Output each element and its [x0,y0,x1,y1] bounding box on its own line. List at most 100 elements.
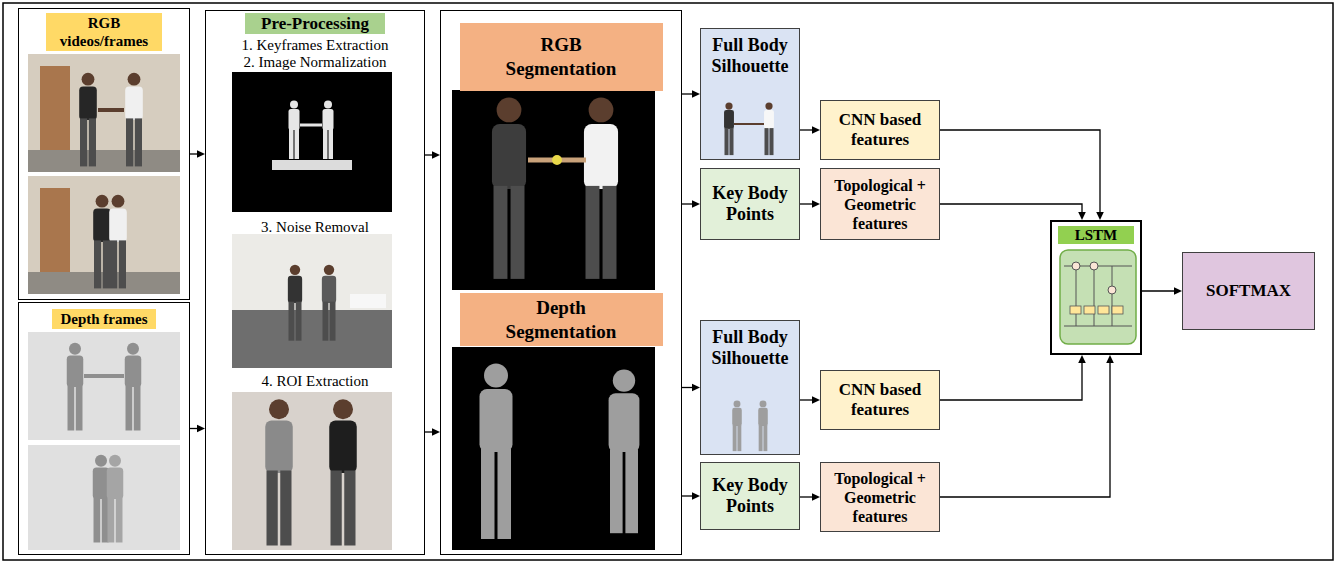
output-box: SOFTMAX [1182,252,1315,330]
gate-op [1072,262,1080,270]
black-background [232,72,392,212]
normalized-image [232,72,392,212]
step-text: 1. Keyframes Extraction [209,37,421,54]
arrow-connector [800,126,820,134]
box-label: SOFTMAX [1186,281,1311,301]
arrowhead [692,492,700,500]
arrowhead [692,90,700,98]
gate-op [1108,286,1116,294]
arrow-connector [425,151,440,159]
gate-layer [1098,306,1109,314]
panel-header: Depth frames [52,309,156,329]
ground-patch [272,160,352,170]
feature-box: Topological + Geometric features [820,462,940,532]
arrowhead [197,150,205,158]
silhouette-box: Full Body Silhouette [700,28,800,160]
lstm-box: LSTM [1050,220,1142,355]
wall [232,234,392,368]
arrowhead [1096,212,1104,220]
feature-box: CNN based features [820,370,940,430]
person [584,98,618,279]
door [40,66,70,154]
arrowhead [432,151,440,159]
arrow-connector [940,130,1104,220]
silhouette-box: Full Body Silhouette [700,320,800,455]
gate-line [1076,266,1077,326]
keypoint-box: Key Body Points [700,462,800,530]
arrow-connector [682,90,700,98]
floor [28,272,180,294]
connector-line [682,387,693,388]
person [265,399,293,545]
connector-line [940,130,1100,213]
gate-line [1112,266,1113,326]
rgb-frame-photo [28,54,180,172]
step-text: 3. Noise Removal [209,219,421,236]
handshake-arm [98,108,124,112]
box-label: CNN based features [821,380,939,420]
connector-line [800,129,813,130]
step-text: 2. Image Normalization [209,54,421,71]
hidden-state-line [1064,326,1132,327]
arrowhead [432,428,440,436]
arrow-connector [940,355,1114,497]
floor [232,310,392,368]
person [322,265,336,341]
handshake-arm [84,374,124,378]
connector-line [800,496,813,497]
input-panel: RGB videos/frames [18,8,190,300]
connector-line [682,203,693,204]
gate-line [1094,266,1095,326]
gate-layer [1112,306,1123,314]
door [40,188,70,276]
panel-header: Depth Segmentation [460,293,663,346]
depth-frame-photo [28,332,180,440]
arrow-connector [940,204,1086,220]
arrowhead [692,200,700,208]
arrowhead [1106,355,1114,363]
panel-header: RGB videos/frames [46,13,162,51]
arrowhead [197,425,205,433]
cell-body [1060,250,1136,344]
lstm-cell-icon [1060,250,1136,344]
box-label: CNN based features [821,110,939,150]
black-background [452,347,655,550]
rgb-silhouette-thumbnail [724,102,774,155]
person [329,399,357,545]
white-silhouette [289,101,300,160]
floor [28,150,180,172]
panel-header: Pre-Processing [245,13,385,34]
roi-background [232,392,392,550]
keypoint-box: Key Body Points [700,168,800,240]
segmentation-panel: RGB SegmentationDepth Segmentation [440,10,682,555]
preprocessing-panel: Pre-Processing 1. Keyframes Extraction2. … [205,10,425,555]
feature-box: CNN based features [820,100,940,160]
connector-line [940,362,1110,497]
arrowhead [1174,287,1182,295]
box-label: Full Body Silhouette [701,327,799,369]
arrowhead [812,200,820,208]
rgb-frame-photo [28,176,180,294]
arrowhead [812,493,820,501]
connector-line [940,204,1082,213]
person [764,102,774,155]
arrowhead [1078,355,1086,363]
noise-removed-image [232,234,392,368]
person [288,265,302,341]
roi-image [232,392,392,550]
arrow-connector [940,355,1086,400]
arrow-connector [190,150,205,158]
ball [552,155,562,165]
arrow-connector [682,492,700,500]
depth-segmented-image [452,347,655,550]
connector-line [682,495,693,496]
black-background [452,90,655,290]
depth-silhouette [609,369,640,533]
depth-frame-photo [28,445,180,550]
wall [28,176,180,294]
depth-silhouette [480,364,513,540]
depth-silhouette [125,343,142,431]
arrow-connector [800,493,820,501]
